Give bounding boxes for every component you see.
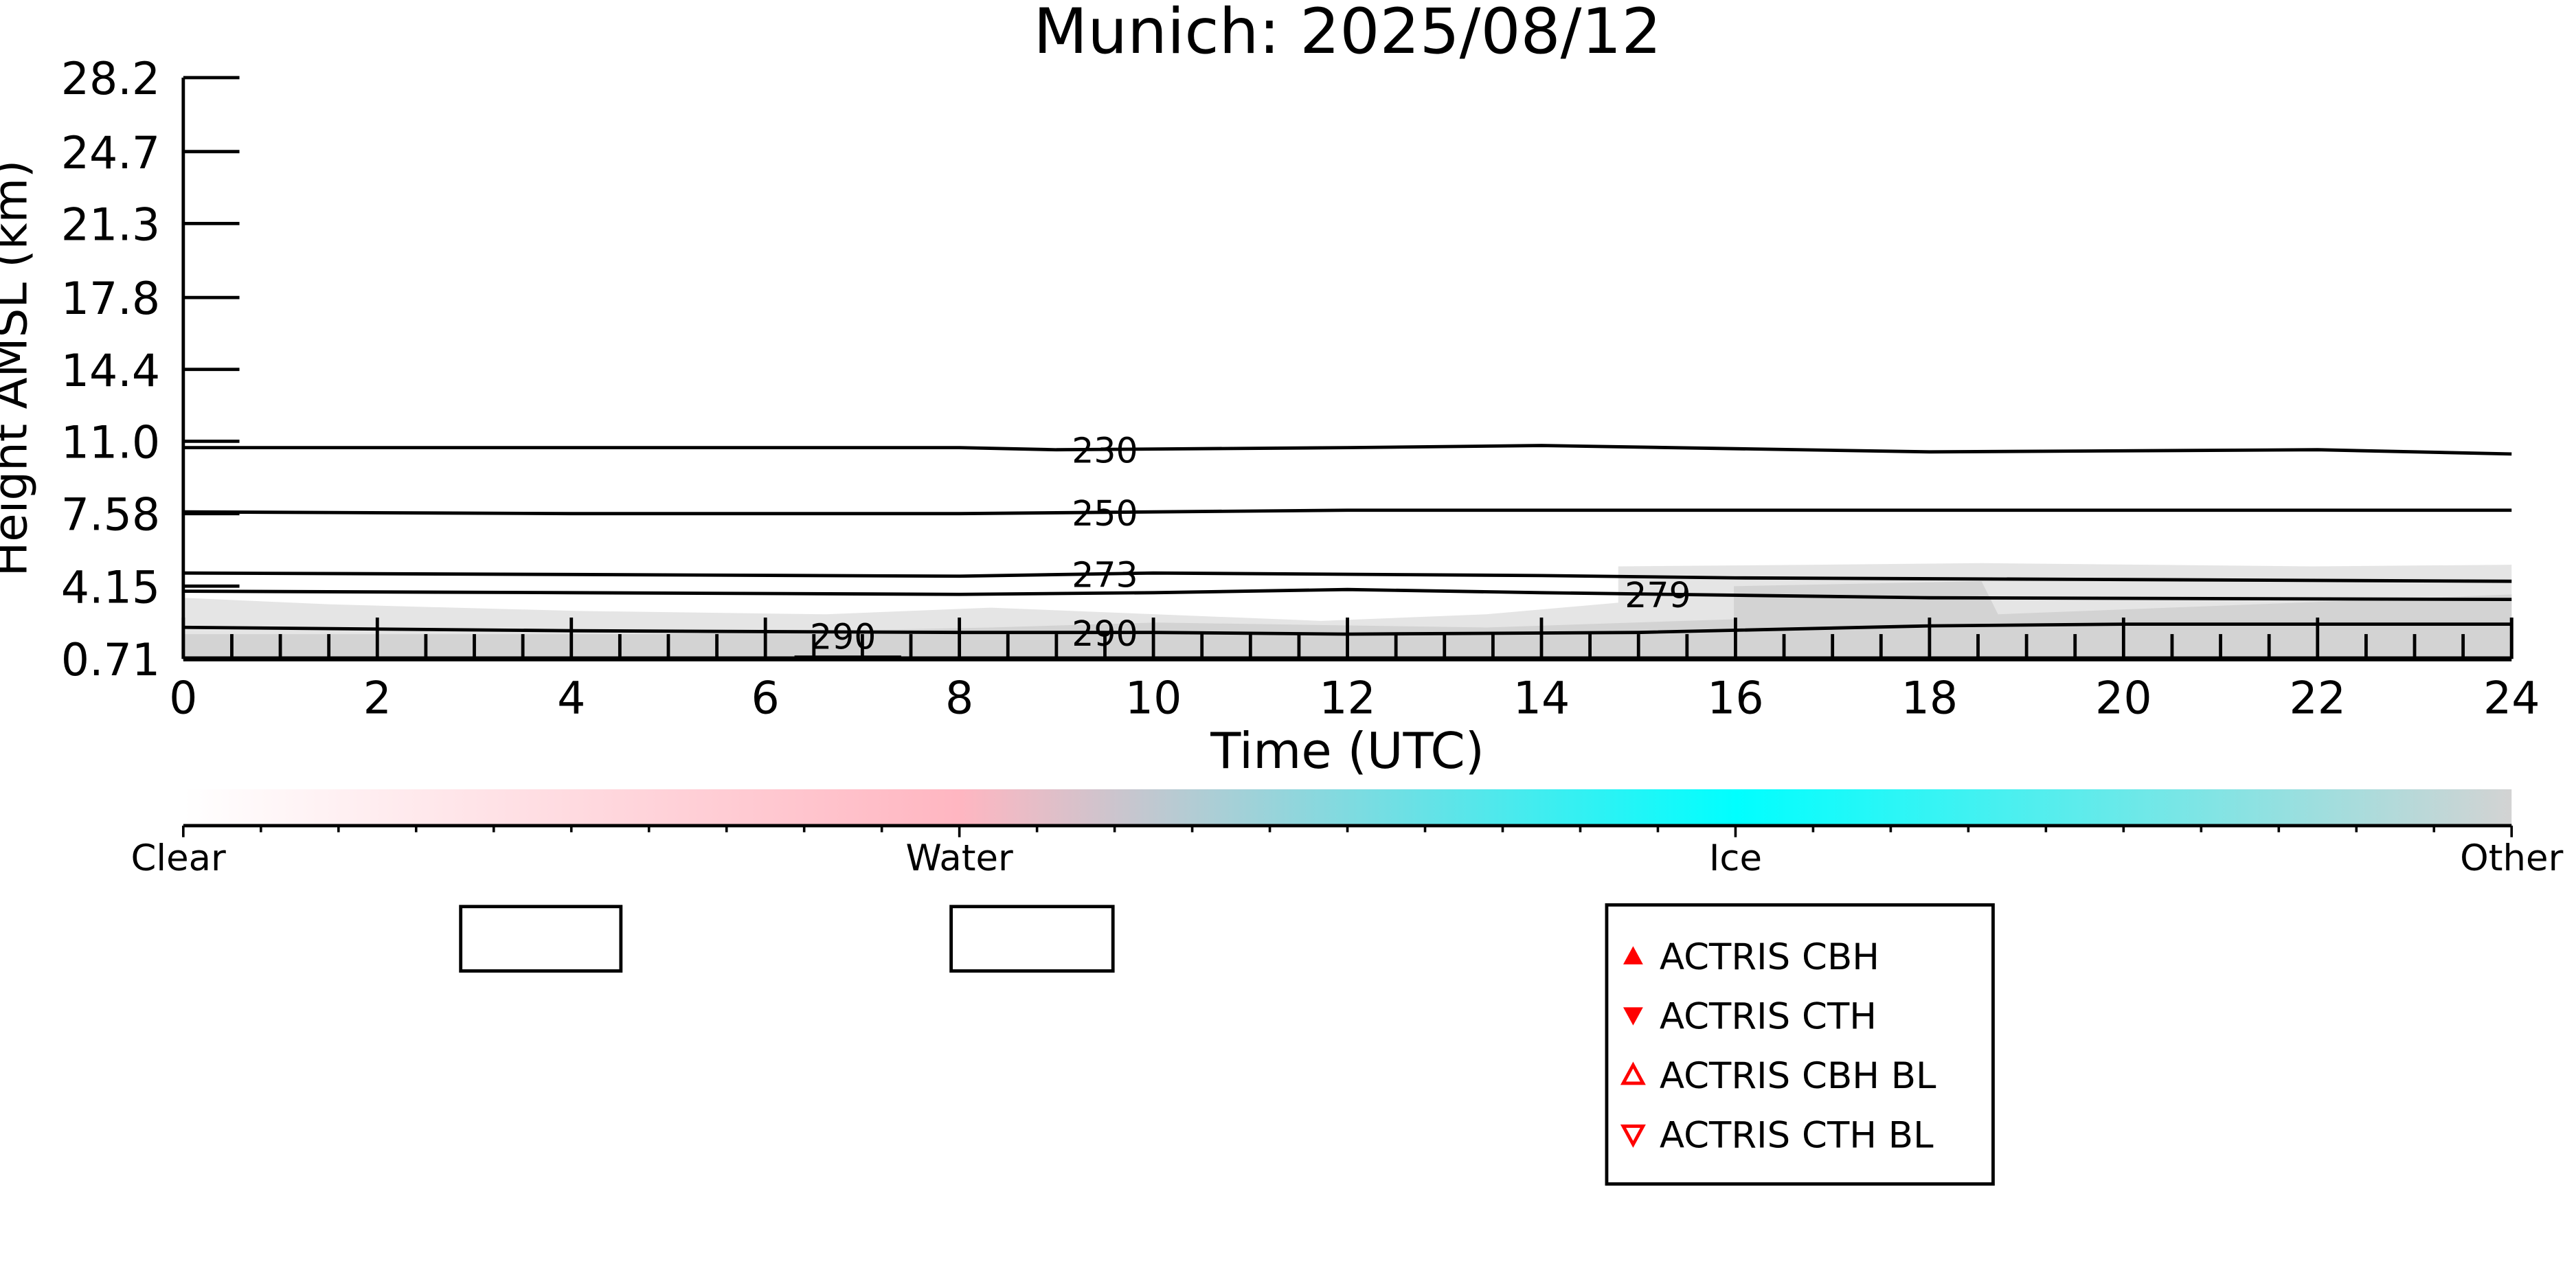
y-tick-label: 17.8 [61, 273, 160, 325]
contour-line-230 [183, 444, 2512, 456]
colorbar-label-clear: Clear [131, 837, 226, 879]
legend-empty-box-2 [949, 905, 1115, 973]
x-tick-label: 8 [945, 673, 973, 724]
y-tick-label: 11.0 [61, 417, 160, 468]
y-tick-label: 21.3 [61, 199, 160, 251]
legend-entry-label: ACTRIS CBH [1660, 936, 1879, 978]
colorbar-gradient [183, 789, 2512, 826]
colorbar-label-water: Water [905, 837, 1013, 879]
contour-label: 273 [1072, 555, 1138, 596]
x-tick-label: 10 [1125, 673, 1182, 724]
x-tick-label: 14 [1513, 673, 1570, 724]
y-tick-label: 24.7 [61, 128, 160, 179]
triangle-up-marker-icon [1623, 946, 1643, 964]
triangle-up-marker-icon [1620, 1061, 1646, 1085]
y-tick-label: 7.58 [61, 490, 160, 541]
y-tick-label: 14.4 [61, 346, 160, 397]
x-tick-label: 22 [2290, 673, 2347, 724]
contour-line-250 [183, 508, 2512, 516]
y-tick-label: 28.2 [61, 54, 160, 105]
x-tick-label: 20 [2095, 673, 2152, 724]
legend-empty-box-1 [459, 905, 623, 973]
contour-label: 290 [810, 617, 876, 657]
contour-label: 230 [1072, 430, 1138, 471]
triangle-down-marker-icon [1620, 1125, 1646, 1148]
x-axis-label: Time (UTC) [1210, 723, 1484, 780]
x-tick-label: 0 [169, 673, 197, 724]
colorbar-label-ice: Ice [1709, 837, 1762, 879]
x-tick-label: 2 [363, 673, 392, 724]
colorbar-label-other: Other [2460, 837, 2563, 879]
contour-label: 250 [1072, 493, 1138, 534]
x-tick-label: 16 [1707, 673, 1764, 724]
chart-title: Munich: 2025/08/12 [1033, 0, 1661, 68]
x-tick-label: 12 [1319, 673, 1376, 724]
triangle-down-marker-icon [1623, 1007, 1643, 1026]
y-tick-label: 0.71 [61, 635, 160, 686]
x-tick-label: 6 [752, 673, 780, 724]
contour-label: 279 [1625, 575, 1691, 615]
legend: ACTRIS CBH ACTRIS CTH ACTRIS CBH BL ACTRIS … [1605, 903, 1995, 1186]
legend-frame [1605, 903, 1995, 1186]
x-tick-label: 4 [557, 673, 585, 724]
legend-entry-label: ACTRIS CBH BL [1660, 1055, 1936, 1097]
colorbar: Clear Water Ice Other [131, 789, 2564, 879]
y-tick-label: 4.15 [61, 562, 160, 613]
x-tick-label: 24 [2483, 673, 2540, 724]
contour-line-273 [183, 571, 2512, 583]
x-tick-label: 18 [1901, 673, 1958, 724]
legend-entry-label: ACTRIS CTH BL [1660, 1115, 1934, 1157]
y-axis-label: Height AMSL (km) [0, 160, 37, 577]
legend-entry-label: ACTRIS CTH [1660, 996, 1877, 1038]
contour-line-279 [183, 587, 2512, 602]
